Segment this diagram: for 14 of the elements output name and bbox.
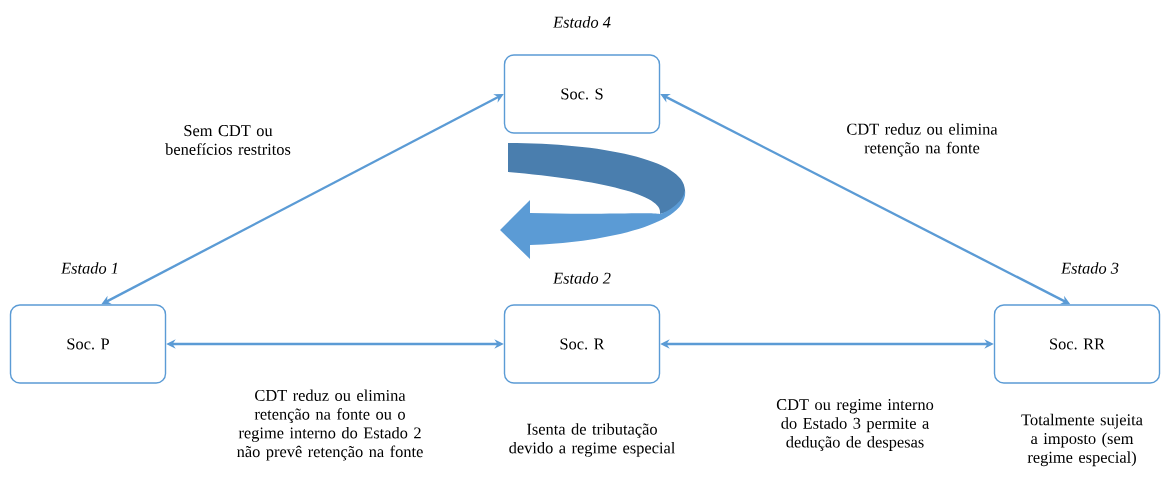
entity-box: Soc. R <box>503 304 661 384</box>
state-label: Estado 2 <box>552 272 611 284</box>
state-label: Estado 1 <box>60 262 118 274</box>
edge-label: CDT ou regime interno do Estado 3 permite a dedução de despesas <box>776 399 934 451</box>
description-text: Totalmente sujeita a imposto (sem regime especial) <box>1021 413 1143 467</box>
edge-label: CDT reduz ou elimina retenção na fonte <box>847 123 998 157</box>
state-label: Estado 3 <box>1060 262 1119 274</box>
edge-label: Sem CDT ou benefícios restritos <box>165 125 291 155</box>
entity-box: Soc. P <box>9 304 167 384</box>
state-label: Estado 4 <box>552 16 611 28</box>
entity-box: Soc. S <box>503 54 661 134</box>
description-text: Isenta de tributação devido a regime especial <box>509 423 676 457</box>
edge-label: CDT reduz ou elimina retenção na fonte ou o regime interno do Estado 2 não prevê retenção na fonte <box>237 389 423 461</box>
entity-box: Soc. RR <box>993 304 1161 384</box>
